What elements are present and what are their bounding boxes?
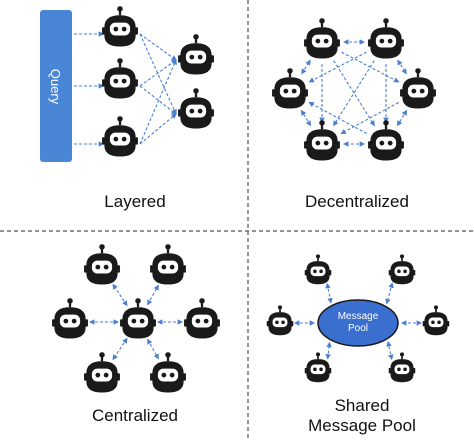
robot-icon: [101, 58, 139, 100]
robot-icon: [304, 254, 332, 286]
peer-arrow: [396, 109, 408, 127]
robot-icon: [101, 6, 139, 48]
shared-label-line1: Shared: [334, 396, 390, 415]
message-pool-line2: Pool: [347, 323, 368, 334]
hub-arrow: [147, 284, 159, 306]
robot-icon: [367, 120, 405, 162]
layered-label: Layered: [104, 192, 166, 211]
pool-arrow: [325, 282, 333, 304]
message-pool-line1: Message: [337, 311, 379, 322]
layer-arrow: [139, 59, 177, 87]
query-box: [40, 10, 72, 162]
layer-arrow: [139, 33, 177, 61]
message-pool-ellipse: [317, 299, 399, 347]
robot-icon: [388, 352, 416, 384]
hub-arrow: [112, 283, 128, 307]
hub-arrow: [147, 338, 159, 360]
peer-arrow: [397, 59, 407, 75]
robot-icon: [388, 254, 416, 286]
robot-icon: [83, 244, 121, 286]
robot-icon: [101, 116, 139, 158]
robot-icon: [303, 18, 341, 60]
peer-arrow: [300, 109, 312, 127]
robot-icon: [422, 305, 450, 337]
layer-arrow: [139, 113, 177, 145]
robot-icon: [399, 68, 437, 110]
decentralized-label: Decentralized: [305, 192, 409, 211]
peer-arrow: [333, 60, 375, 127]
centralized-label: Centralized: [92, 406, 178, 425]
message-pool-label: Message Pool: [320, 305, 396, 341]
peer-arrow: [333, 60, 375, 127]
layer-arrow: [139, 58, 177, 145]
arrows-layer: [74, 31, 423, 361]
robot-icon: [266, 305, 294, 337]
peer-arrow: [308, 101, 367, 135]
query-label-wrap: Query: [40, 10, 72, 162]
robot-icon: [51, 298, 89, 340]
robot-icon: [149, 244, 187, 286]
robot-icon: [367, 18, 405, 60]
query-label: Query: [48, 68, 64, 104]
robot-icon: [304, 352, 332, 384]
hub-arrow: [112, 337, 128, 361]
robot-icon: [177, 34, 215, 76]
peer-arrow: [340, 101, 399, 135]
robot-icon: [303, 120, 341, 162]
robot-icon: [177, 88, 215, 130]
robot-icon: [83, 352, 121, 394]
pool-arrow: [386, 340, 394, 361]
robot-icon: [183, 298, 221, 340]
shared-message-pool-label: Shared Message Pool: [292, 396, 432, 436]
robot-icon: [149, 352, 187, 394]
peer-arrow: [301, 59, 311, 75]
pool-arrow: [325, 341, 332, 360]
robot-icon: [271, 68, 309, 110]
peer-arrow: [308, 51, 367, 83]
layer-arrow: [139, 85, 177, 115]
shared-label-line2: Message Pool: [308, 416, 416, 435]
pool-arrow: [385, 282, 394, 305]
peer-arrow: [341, 51, 400, 83]
